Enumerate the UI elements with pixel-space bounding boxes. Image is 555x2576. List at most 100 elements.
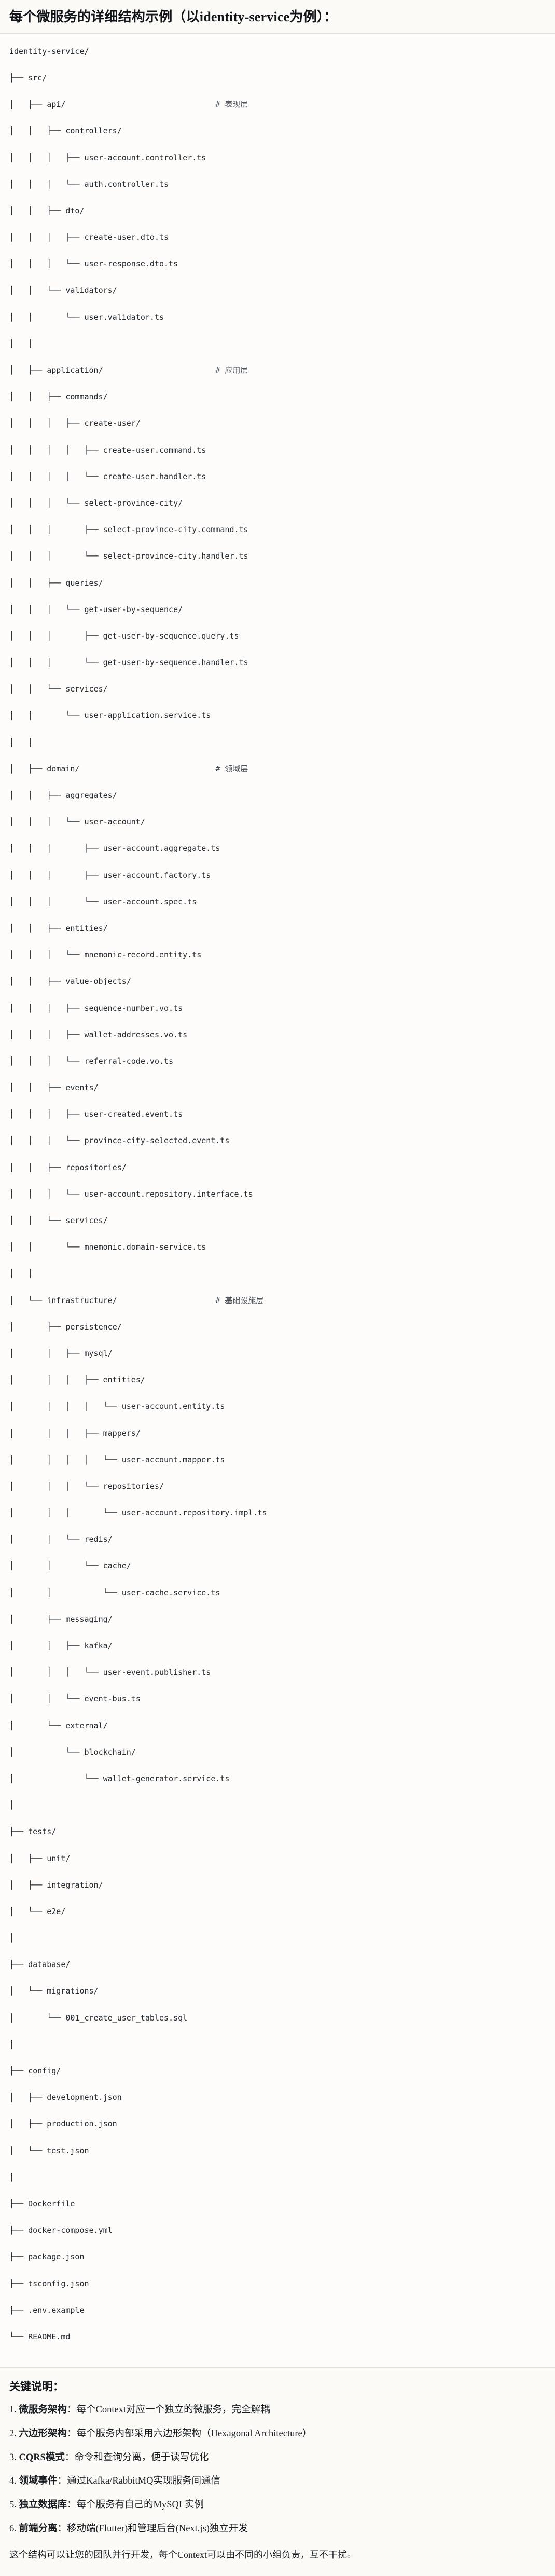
- tree-row: │ │ │ ├── user-account.factory.ts: [9, 869, 546, 883]
- tree-branch-glyphs: │ │ └──: [9, 1216, 66, 1226]
- key-note-separator: ：: [57, 2523, 67, 2534]
- tree-branch-glyphs: │ │ │ └──: [9, 1508, 122, 1518]
- tree-node-label: database/: [28, 1960, 71, 1970]
- tree-node-label: user-account.repository.impl.ts: [121, 1508, 267, 1518]
- tree-node-label: wallet-generator.service.ts: [103, 1773, 230, 1783]
- tree-node-label: select-province-city/: [84, 498, 183, 508]
- tree-branch-glyphs: ├──: [9, 2252, 29, 2262]
- tree-branch-glyphs: │ ├──: [9, 365, 47, 375]
- tree-row: ├── package.json: [9, 2250, 546, 2264]
- tree-branch-glyphs: │ │ │ │ └──: [9, 471, 103, 481]
- key-note-separator: ：: [67, 2428, 77, 2439]
- key-note-term: 六边形架构: [19, 2428, 67, 2439]
- tree-branch-glyphs: ├──: [9, 2279, 29, 2288]
- tree-row: │ │ │ ├── sequence-number.vo.ts: [9, 1002, 546, 1015]
- tree-row: │ │ │ └── user-account.repository.interf…: [9, 1188, 546, 1201]
- tree-row: └── README.md: [9, 2330, 546, 2344]
- tree-branch-glyphs: │ └──: [9, 2146, 47, 2155]
- tree-node-label: repositories/: [65, 1162, 127, 1172]
- tree-row: │ │ ├── entities/: [9, 922, 546, 936]
- tree-branch-glyphs: │ │ │ └──: [9, 658, 103, 668]
- key-note-index: 6.: [9, 2523, 19, 2534]
- tree-row: │ │ ├── mysql/: [9, 1347, 546, 1361]
- tree-branch-glyphs: │: [9, 1933, 15, 1943]
- tree-branch-glyphs: │ │ ├──: [9, 1162, 66, 1172]
- tree-branch-glyphs: │ │ │ ├──: [9, 418, 85, 428]
- tree-node-label: repositories/: [103, 1481, 164, 1491]
- tree-row: │ │ │ └── user-account.spec.ts: [9, 896, 546, 909]
- tree-node-label: user-account.mapper.ts: [121, 1455, 225, 1465]
- tree-branch-glyphs: │ ├──: [9, 1853, 47, 1863]
- tree-node-label: package.json: [28, 2252, 85, 2262]
- tree-branch-glyphs: │ │ └──: [9, 711, 85, 721]
- tree-node-label: validators/: [65, 286, 117, 295]
- tree-branch-glyphs: │ │ └──: [9, 1535, 85, 1544]
- tree-row: ├── database/: [9, 1958, 546, 1972]
- tree-node-label: blockchain/: [84, 1747, 136, 1757]
- tree-row: │ ├── api/ # 表现层: [9, 98, 546, 112]
- key-note-index: 3.: [9, 2452, 19, 2463]
- tree-node-label: application/: [47, 365, 103, 375]
- tree-row: │ │ ├── controllers/: [9, 125, 546, 138]
- tree-node-label: user-event.publisher.ts: [103, 1667, 211, 1677]
- tree-node-label: services/: [65, 684, 108, 694]
- tree-node-label: user-account.spec.ts: [103, 897, 197, 906]
- tree-row: │ │ │ ├── create-user.dto.ts: [9, 231, 546, 245]
- key-note-item: 1. 微服务架构：每个Context对应一个独立的微服务，完全解耦: [9, 2403, 546, 2418]
- tree-branch-glyphs: └──: [9, 2331, 29, 2341]
- tree-node-label: user.validator.ts: [84, 312, 164, 322]
- tree-node-label: get-user-by-sequence.handler.ts: [103, 658, 248, 668]
- tree-branch-glyphs: ├──: [9, 2199, 29, 2208]
- tree-node-label: api/: [47, 100, 66, 110]
- tree-node-label: user-account.entity.ts: [121, 1402, 225, 1412]
- tree-row: │ │: [9, 337, 546, 351]
- tree-row: │ └── 001_create_user_tables.sql: [9, 2012, 546, 2025]
- tree-node-label: mysql/: [84, 1348, 113, 1358]
- tree-branch-glyphs: │ │ │ └──: [9, 1667, 103, 1677]
- tree-node-label: src/: [28, 73, 47, 83]
- tree-branch-glyphs: │ │ ├──: [9, 791, 66, 801]
- tree-layer-comment: # 领域层: [79, 764, 248, 774]
- tree-branch-glyphs: │ │ │ └──: [9, 1056, 85, 1066]
- tree-row: │ │ └── user-cache.service.ts: [9, 1587, 546, 1600]
- tree-node-label: config/: [28, 2066, 61, 2076]
- tree-row: │ │ │ └── get-user-by-sequence/: [9, 603, 546, 617]
- tree-row: │ │ └── cache/: [9, 1560, 546, 1573]
- tree-branch-glyphs: │ │ │ │ └──: [9, 1402, 122, 1412]
- tree-node-label: sequence-number.vo.ts: [84, 1003, 183, 1013]
- tree-row: │: [9, 1799, 546, 1812]
- tree-node-label: user-account.repository.interface.ts: [84, 1189, 253, 1199]
- tree-row: │ │ └── user.validator.ts: [9, 311, 546, 324]
- tree-branch-glyphs: │ │ │ └──: [9, 179, 85, 189]
- tree-row: │ │ │ └── user-account/: [9, 816, 546, 829]
- key-note-separator: ：: [67, 2405, 77, 2416]
- tree-row: │ │ │ ├── entities/: [9, 1374, 546, 1387]
- tree-branch-glyphs: │ │: [9, 737, 33, 747]
- tree-branch-glyphs: │ │: [9, 1269, 33, 1279]
- tree-branch-glyphs: │ │ │ └──: [9, 498, 85, 508]
- tree-branch-glyphs: │ ├──: [9, 1322, 66, 1332]
- tree-row: │: [9, 2038, 546, 2052]
- tree-node-label: unit/: [47, 1853, 71, 1863]
- tree-row: │ │ │ └── user-response.dto.ts: [9, 257, 546, 271]
- tree-node-label: user-account.controller.ts: [84, 153, 206, 162]
- tree-branch-glyphs: │ │ │ └──: [9, 1481, 103, 1491]
- tree-node-label: user-account.factory.ts: [103, 870, 211, 880]
- tree-branch-glyphs: │ │ │ │ ├──: [9, 445, 103, 455]
- tree-node-label: select-province-city.command.ts: [103, 525, 248, 535]
- key-note-item: 6. 前端分离：移动端(Flutter)和管理后台(Next.js)独立开发: [9, 2522, 546, 2537]
- tree-row: │ │ │ ├── get-user-by-sequence.query.ts: [9, 630, 546, 643]
- tree-branch-glyphs: │ │ │ └──: [9, 897, 103, 906]
- tree-node-label: production.json: [47, 2119, 117, 2129]
- tree-row: │ │ └── mnemonic.domain-service.ts: [9, 1241, 546, 1254]
- tree-branch-glyphs: │ │ │ ├──: [9, 870, 103, 880]
- tree-node-label: tests/: [28, 1827, 57, 1837]
- tree-row: │ │ │ ├── user-account.aggregate.ts: [9, 842, 546, 856]
- tree-branch-glyphs: │ ├──: [9, 1614, 66, 1624]
- tree-node-label: messaging/: [65, 1614, 113, 1624]
- tree-node-label: persistence/: [65, 1322, 122, 1332]
- tree-node-label: create-user.command.ts: [103, 445, 206, 455]
- tree-row: │ │ │ │ └── user-account.entity.ts: [9, 1400, 546, 1414]
- tree-branch-glyphs: │ │ │ └──: [9, 551, 103, 561]
